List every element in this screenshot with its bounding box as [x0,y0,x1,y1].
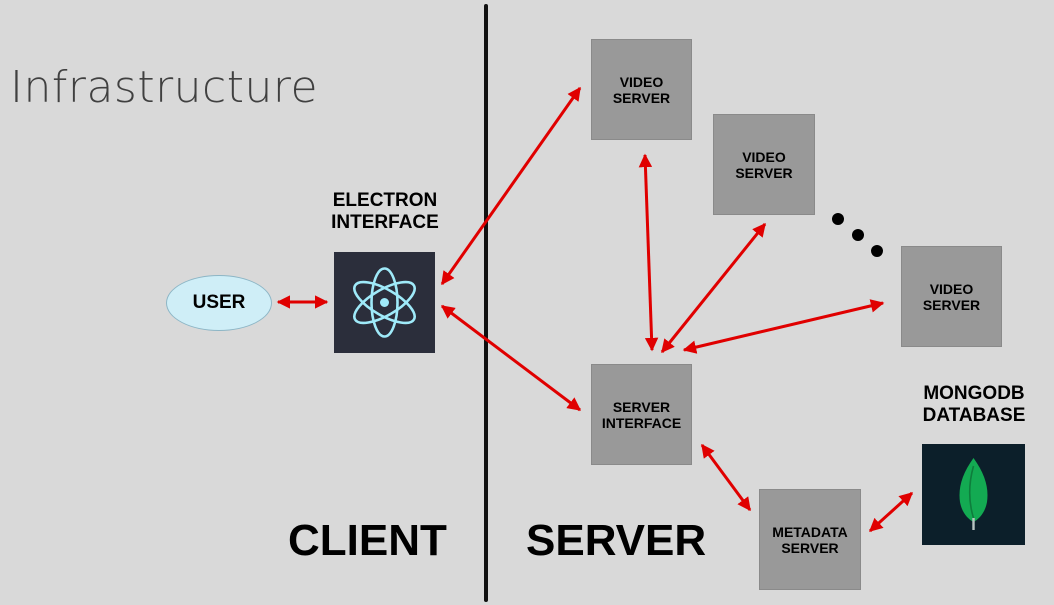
arrow-electron-video1 [440,86,582,286]
arrow-video3-serverinterface [682,299,885,354]
video-server-3-line2: SERVER [922,296,981,313]
client-server-divider [484,4,488,602]
video-server-3: VIDEO SERVER [901,246,1002,347]
metadata-server-line1: METADATA [772,523,848,540]
video-server-1-line2: SERVER [612,89,671,106]
video-server-3-line1: VIDEO [929,280,974,297]
mongodb-heading: MONGODB DATABASE [900,383,1048,427]
server-interface-line1: SERVER [612,398,671,415]
arrow-video1-serverinterface [638,153,659,352]
arrow-electron-serverinterface [440,304,582,412]
server-interface-node: SERVER INTERFACE [591,364,692,465]
electron-heading-line2: INTERFACE [331,212,439,233]
server-interface-line2: INTERFACE [601,414,682,431]
arrow-serverinterface-metadata [700,443,752,512]
metadata-server-line2: SERVER [781,539,839,556]
video-server-2: VIDEO SERVER [713,114,815,215]
electron-heading: ELECTRON INTERFACE [310,190,460,234]
arrow-metadata-mongodb [868,491,914,533]
mongodb-heading-line2: DATABASE [922,405,1026,426]
electron-atom-icon [334,252,435,353]
video-server-1-line1: VIDEO [619,73,664,90]
user-node: USER [166,275,272,331]
mongodb-heading-line1: MONGODB [923,383,1025,404]
video-server-2-line2: SERVER [735,164,793,181]
mongodb-leaf-icon [922,444,1025,545]
electron-heading-line1: ELECTRON [332,190,438,211]
metadata-server-node: METADATA SERVER [759,489,861,590]
arrow-video2-serverinterface [660,222,767,354]
video-server-1: VIDEO SERVER [591,39,692,140]
client-label: CLIENT [288,516,447,565]
server-label: SERVER [526,516,707,565]
ellipsis-dots [832,213,883,257]
page-title: Infrastructure [10,62,319,113]
video-server-2-line1: VIDEO [742,148,786,165]
